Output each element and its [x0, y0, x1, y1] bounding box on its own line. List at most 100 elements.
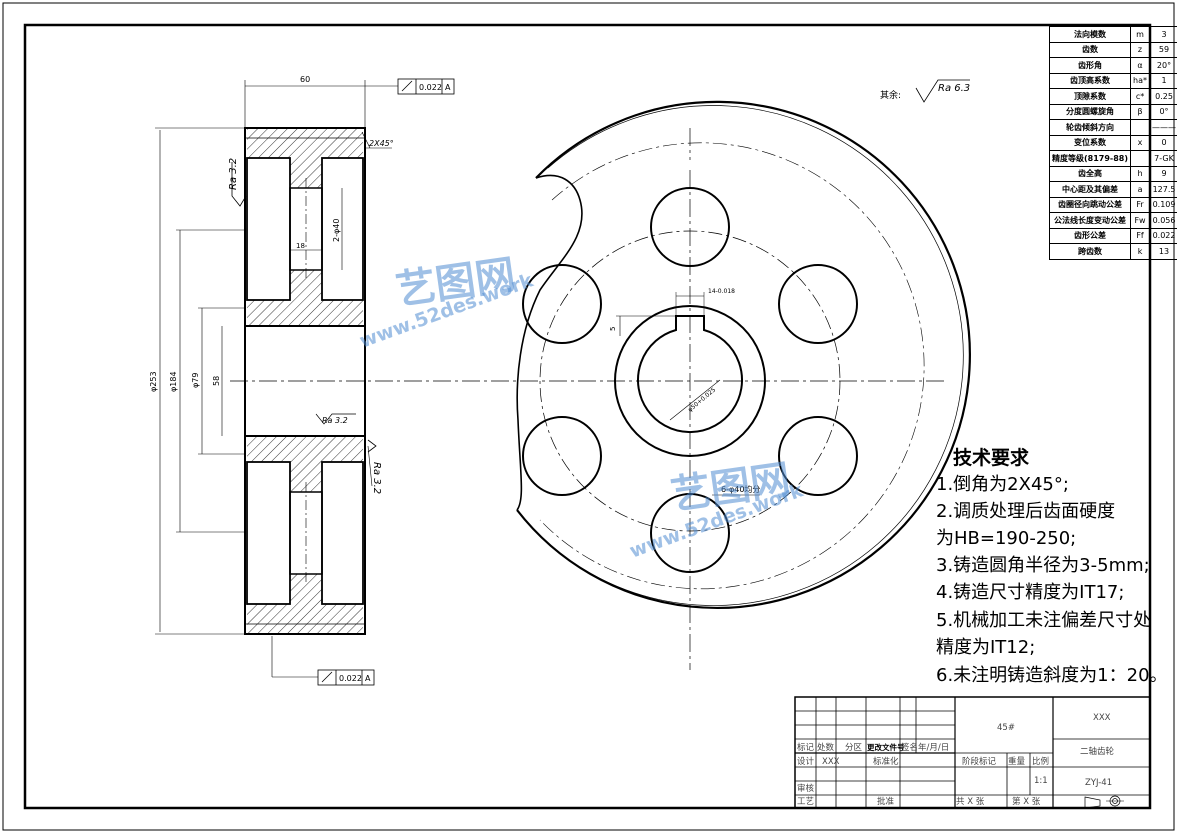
tol-top-datum: A — [445, 83, 451, 92]
param-name: 齿圈径向跳动公差 — [1048, 196, 1132, 213]
param-name: 齿顶高系数 — [1048, 72, 1132, 89]
param-name: 跨齿数 — [1048, 243, 1132, 260]
tol-top-value: 0.022 — [419, 83, 442, 92]
param-sym: Ff — [1130, 227, 1151, 244]
param-sym: β — [1130, 103, 1151, 120]
param-name: 齿数 — [1048, 41, 1132, 58]
param-val: 0 — [1149, 134, 1177, 151]
chamfer-label: 2X45° — [369, 139, 394, 148]
tol-bottom-datum: A — [365, 674, 371, 683]
param-sym: a — [1130, 181, 1151, 198]
front-view — [516, 79, 971, 670]
param-row: 轮齿倾斜方向——— — [1048, 119, 1177, 136]
dim-18-label: 18 — [296, 242, 305, 250]
param-val: 59 — [1149, 41, 1177, 58]
ra-right-label: Ra 3.2 — [371, 462, 382, 494]
tb-material: 45# — [997, 723, 1015, 733]
keyway-tol-label: 14-0.018 — [708, 288, 735, 295]
param-sym: h — [1130, 165, 1151, 182]
tb-stage-mark: 阶段标记 — [962, 756, 997, 767]
tb-header-1: 处数 — [817, 742, 835, 753]
requirement-item: 1.倒角为2X45°; — [936, 474, 1069, 495]
param-name: 精度等级(8179-88) — [1048, 150, 1132, 167]
param-val: 0.056 — [1149, 212, 1177, 229]
param-val: 9 — [1149, 165, 1177, 182]
bore-tol-label: φ50+0.025 — [687, 386, 718, 413]
tb-header-5: 年/月/日 — [918, 742, 949, 753]
param-name: 法向模数 — [1048, 26, 1132, 43]
param-name: 齿形公差 — [1048, 227, 1132, 244]
requirement-item: 2.调质处理后齿面硬度 — [936, 501, 1116, 522]
width-dim-label: 60 — [300, 75, 310, 84]
roughness-other-label: 其余: — [880, 89, 901, 101]
param-sym: Fw — [1130, 212, 1151, 229]
param-val: 7-GK — [1149, 150, 1177, 167]
param-val: 127.5 — [1149, 181, 1177, 198]
tb-designer: XXX — [822, 757, 840, 767]
tb-drawing-no: ZYJ-41 — [1085, 778, 1112, 788]
tb-standardize: 标准化 — [873, 756, 899, 767]
ra-left-label: Ra 3.2 — [228, 158, 239, 190]
param-val: ——— — [1149, 119, 1177, 136]
tb-design: 设计 — [797, 756, 815, 767]
param-val: 0.109 — [1149, 196, 1177, 213]
tb-sheet-no: 第 X 张 — [1012, 796, 1041, 807]
param-name: 中心距及其偏差 — [1048, 181, 1132, 198]
tb-company: XXX — [1093, 713, 1111, 723]
param-sym: Fr — [1130, 196, 1151, 213]
dia-184-label: φ184 — [169, 371, 178, 392]
requirement-item: 6.未注明铸造斜度为1：20。 — [936, 665, 1168, 686]
param-name: 变位系数 — [1048, 134, 1132, 151]
requirement-item: 为HB=190-250; — [936, 528, 1077, 549]
param-val: 3 — [1149, 26, 1177, 43]
dia-253-label: φ253 — [149, 371, 158, 392]
requirement-item: 5.机械加工未注偏差尺寸处 — [936, 610, 1152, 631]
param-val: 20° — [1149, 57, 1177, 74]
section-view — [155, 78, 945, 686]
param-val: 0° — [1149, 103, 1177, 120]
param-name: 顶隙系数 — [1048, 88, 1132, 105]
tb-header-0: 标记 — [797, 742, 815, 753]
param-name: 齿形角 — [1048, 57, 1132, 74]
param-row: 精度等级(8179-88) 7-GK — [1048, 150, 1177, 167]
ra-center-label: Ra 3.2 — [322, 416, 348, 425]
param-sym: α — [1130, 57, 1151, 74]
tb-header-3: 更改文件号 — [867, 742, 905, 752]
param-sym: z — [1130, 41, 1151, 58]
tb-scale-label: 比例 — [1032, 756, 1049, 767]
param-sym: c* — [1130, 88, 1151, 105]
dia-79-label: φ79 — [191, 373, 200, 388]
param-name: 分度圆螺旋角 — [1048, 103, 1132, 120]
param-sym: ha* — [1130, 72, 1151, 89]
tb-part-name: 二轴齿轮 — [1080, 746, 1115, 757]
param-val: 13 — [1149, 243, 1177, 260]
keyway-5-label: 5 — [609, 327, 617, 331]
param-val: 0.25 — [1149, 88, 1177, 105]
tb-scale: 1:1 — [1034, 776, 1048, 786]
param-name: 公法线长度变动公差 — [1048, 212, 1132, 229]
dim-2phi40-label: 2-φ40 — [332, 219, 341, 242]
param-val: 0.022 — [1149, 227, 1177, 244]
requirement-item: 精度为IT12; — [936, 637, 1036, 658]
requirement-item: 4.铸造尺寸精度为IT17; — [936, 582, 1125, 603]
param-sym: k — [1130, 243, 1151, 260]
inner-frame — [23, 23, 1152, 810]
param-val: 1 — [1149, 72, 1177, 89]
holes-note-label: 6-φ40均分 — [721, 484, 760, 494]
requirement-item: 3.铸造圆角半径为3-5mm; — [936, 555, 1150, 576]
